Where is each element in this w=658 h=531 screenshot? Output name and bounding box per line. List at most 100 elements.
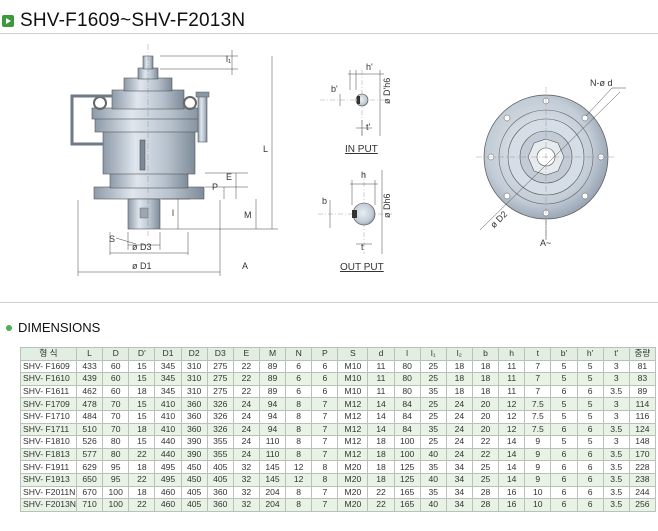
model-cell: SHV- F2013N xyxy=(20,498,77,512)
table-cell: 32 xyxy=(232,485,260,500)
table-cell: 8 xyxy=(285,397,313,411)
table-cell: 5 xyxy=(576,372,604,386)
table-cell: 6 xyxy=(576,384,604,399)
page-title: SHV-F1609~SHV-F2013N xyxy=(20,10,246,31)
table-header-cell: 형 식 xyxy=(20,347,77,361)
dim-t-prime: t' xyxy=(366,122,371,132)
table-cell: 7 xyxy=(311,422,339,437)
table-cell: 34 xyxy=(445,460,473,474)
table-cell: 345 xyxy=(154,372,182,386)
table-header-cell: h' xyxy=(576,347,604,361)
table-cell: 40 xyxy=(419,498,447,512)
output-shaft-detail xyxy=(318,170,392,254)
table-cell: 450 xyxy=(180,460,208,474)
table-cell: 8 xyxy=(285,422,313,437)
dim-l: l xyxy=(172,208,174,218)
table-cell: 25 xyxy=(419,397,447,411)
in-put-label: IN PUT xyxy=(345,144,378,155)
table-header-cell: h xyxy=(498,347,526,361)
table-cell: 22 xyxy=(232,359,260,374)
gearbox-side-view xyxy=(70,44,210,236)
table-cell: 710 xyxy=(75,498,104,512)
table-cell: 24 xyxy=(232,422,260,437)
table-cell: M10 xyxy=(337,384,369,399)
table-cell: 22 xyxy=(232,372,260,386)
table-cell: 20 xyxy=(471,422,500,437)
table-cell: 9 xyxy=(524,460,552,474)
table-cell: 3.5 xyxy=(602,460,630,474)
table-cell: 28 xyxy=(471,485,500,500)
table-cell: 22 xyxy=(128,472,156,487)
table-cell: 9 xyxy=(524,472,552,487)
table-cell: M12 xyxy=(337,409,369,424)
dim-Dh6: ø Dh6 xyxy=(382,193,392,218)
table-cell: 11 xyxy=(498,372,526,386)
table-cell: 6 xyxy=(550,422,578,437)
table-cell: 360 xyxy=(180,397,208,411)
table-cell: 70 xyxy=(102,422,130,437)
table-cell: 440 xyxy=(154,435,182,449)
table-cell: 14 xyxy=(367,397,395,411)
table-cell: 80 xyxy=(102,435,130,449)
table-cell: 310 xyxy=(180,372,208,386)
table-cell: 405 xyxy=(180,498,208,512)
table-cell: 5 xyxy=(550,397,578,411)
table-cell: 11 xyxy=(367,359,395,374)
dim-h: h xyxy=(361,170,366,180)
table-cell: 360 xyxy=(206,485,234,500)
dim-P: P xyxy=(212,182,218,192)
table-cell: 24 xyxy=(445,435,473,449)
table-cell: 3 xyxy=(602,359,630,374)
table-cell: 60 xyxy=(102,372,130,386)
table-cell: 89 xyxy=(258,359,287,374)
section-divider xyxy=(0,302,658,303)
table-cell: 345 xyxy=(154,384,182,399)
table-cell: 18 xyxy=(471,372,500,386)
table-cell: 24 xyxy=(445,397,473,411)
table-cell: 9 xyxy=(524,435,552,449)
table-cell: 25 xyxy=(419,359,447,374)
table-cell: 360 xyxy=(180,422,208,437)
table-cell: 7 xyxy=(311,447,339,462)
model-cell: SHV- F1709 xyxy=(20,397,77,411)
table-cell: 3.5 xyxy=(602,485,630,500)
table-header-cell: D2 xyxy=(180,347,208,361)
table-cell: 14 xyxy=(498,447,526,462)
bullet-dot-icon xyxy=(6,324,12,331)
table-header-cell: t xyxy=(524,347,552,361)
table-cell: M10 xyxy=(337,359,369,374)
table-cell: 3.5 xyxy=(602,472,630,487)
table-cell: 460 xyxy=(154,498,182,512)
table-cell: 7.5 xyxy=(524,409,552,424)
table-cell: 360 xyxy=(206,498,234,512)
table-cell: 7 xyxy=(524,372,552,386)
table-cell: 6 xyxy=(576,460,604,474)
table-cell: 32 xyxy=(232,472,260,487)
table-cell: 6 xyxy=(550,384,578,399)
table-cell: 275 xyxy=(206,372,234,386)
table-cell: 7 xyxy=(311,435,339,449)
model-cell: SHV- F1609 xyxy=(20,359,77,374)
table-cell: 28 xyxy=(471,498,500,512)
table-cell: 7 xyxy=(311,409,339,424)
table-cell: 3.5 xyxy=(602,498,630,512)
dim-A: A xyxy=(242,261,248,271)
table-cell: 410 xyxy=(154,397,182,411)
table-cell: 40 xyxy=(419,447,447,462)
table-cell: 35 xyxy=(419,485,447,500)
table-cell: 5 xyxy=(576,359,604,374)
table-cell: 84 xyxy=(393,409,421,424)
table-cell: 18 xyxy=(128,422,156,437)
table-cell: 84 xyxy=(393,397,421,411)
table-cell: 14 xyxy=(498,460,526,474)
table-header-cell: b xyxy=(471,347,500,361)
table-header-cell: L xyxy=(75,347,104,361)
table-cell: 18 xyxy=(445,372,473,386)
table-header-cell: M xyxy=(258,347,287,361)
table-cell: 24 xyxy=(232,397,260,411)
table-cell: 355 xyxy=(206,447,234,462)
table-cell: 22 xyxy=(367,485,395,500)
table-cell: 460 xyxy=(154,485,182,500)
